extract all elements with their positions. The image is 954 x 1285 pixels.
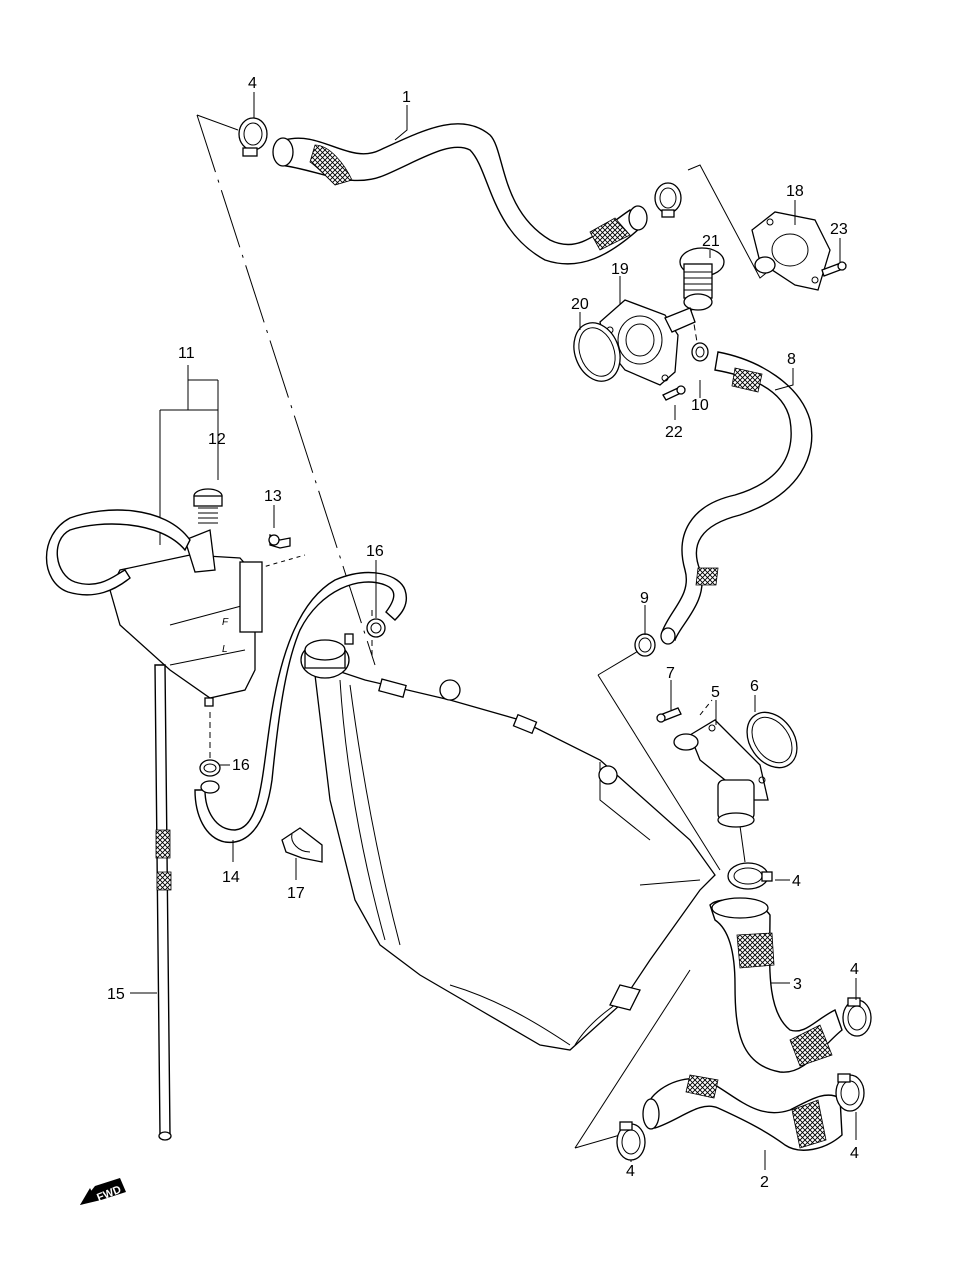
- part-label-7: 7: [666, 665, 675, 682]
- part-label-17: 17: [287, 885, 305, 902]
- bolt-7: [656, 707, 682, 723]
- hose-1: [272, 123, 648, 265]
- part-label-15: 15: [107, 986, 125, 1003]
- part-label-8: 8: [787, 351, 796, 368]
- part-label-3: 3: [793, 976, 802, 993]
- part-label-4-mid: 4: [792, 873, 801, 890]
- part-label-19: 19: [611, 261, 629, 278]
- radiator-cap: [300, 633, 354, 679]
- hose-clamp-mid-right: [727, 862, 773, 890]
- part-label-11: 11: [178, 345, 195, 362]
- guide-lines: [159, 114, 771, 1149]
- part-label-10: 10: [691, 397, 709, 414]
- thermostat-cover-18: [751, 211, 831, 291]
- part-label-13: 13: [264, 488, 282, 505]
- part-label-14: 14: [222, 869, 240, 886]
- hose-3: [709, 897, 843, 1073]
- part-label-4-right-upper: 4: [850, 961, 859, 978]
- hose-clamp-17: [281, 827, 323, 863]
- part-label-6: 6: [750, 678, 759, 695]
- part-label-16-upper: 16: [366, 543, 384, 560]
- part-label-4-top: 4: [248, 75, 257, 92]
- water-outlet-5: [673, 719, 769, 828]
- hose-14: [194, 572, 407, 844]
- tank-mark-full: F: [222, 617, 229, 628]
- hose-clamp-10: [691, 342, 709, 362]
- bolt-13: [268, 533, 291, 549]
- hose-clamp-bottom-right: [835, 1073, 865, 1112]
- o-ring-6: [746, 711, 798, 769]
- part-label-12: 12: [208, 431, 226, 448]
- part-label-4-bottom-right: 4: [850, 1145, 859, 1162]
- hose-2: [642, 1074, 843, 1151]
- part-label-1: 1: [402, 89, 411, 106]
- reservoir-tank: F L: [109, 529, 263, 707]
- bolt-22: [662, 385, 686, 401]
- hose-clamp-top-left: [238, 117, 268, 157]
- part-labels: 4 1 18 23 21 19 20 8 10 22 11 12 13 16 9…: [107, 75, 859, 1191]
- hose-15: [154, 664, 172, 1141]
- tank-mark-low: L: [222, 644, 228, 655]
- part-label-4-bottom-left: 4: [626, 1163, 635, 1180]
- hose-clamp-16-upper: [366, 618, 386, 638]
- overflow-hose-loop: [45, 509, 191, 596]
- part-label-21: 21: [702, 233, 720, 250]
- part-label-16-lower: 16: [232, 757, 250, 774]
- part-label-23: 23: [830, 221, 848, 238]
- part-label-20: 20: [571, 296, 589, 313]
- hose-clamp-top-right: [654, 182, 682, 218]
- o-ring-20: [573, 322, 621, 382]
- hose-clamp-9: [634, 633, 656, 657]
- part-label-18: 18: [786, 183, 804, 200]
- part-label-5: 5: [711, 684, 720, 701]
- thermostat-21: [679, 247, 725, 311]
- part-label-22: 22: [665, 424, 683, 441]
- part-label-9: 9: [640, 590, 649, 607]
- radiator: [314, 669, 716, 1051]
- hose-clamp-right-upper: [842, 997, 872, 1037]
- hose-clamp-bottom-left: [616, 1121, 646, 1161]
- forward-direction-badge: FWD: [80, 1178, 126, 1205]
- reservoir-cap-12: [193, 488, 223, 524]
- leader-lines: [130, 92, 857, 1170]
- hose-clamp-16-lower: [199, 759, 221, 777]
- bolt-23: [821, 261, 847, 277]
- hose-8: [660, 351, 813, 645]
- part-label-2: 2: [760, 1174, 769, 1191]
